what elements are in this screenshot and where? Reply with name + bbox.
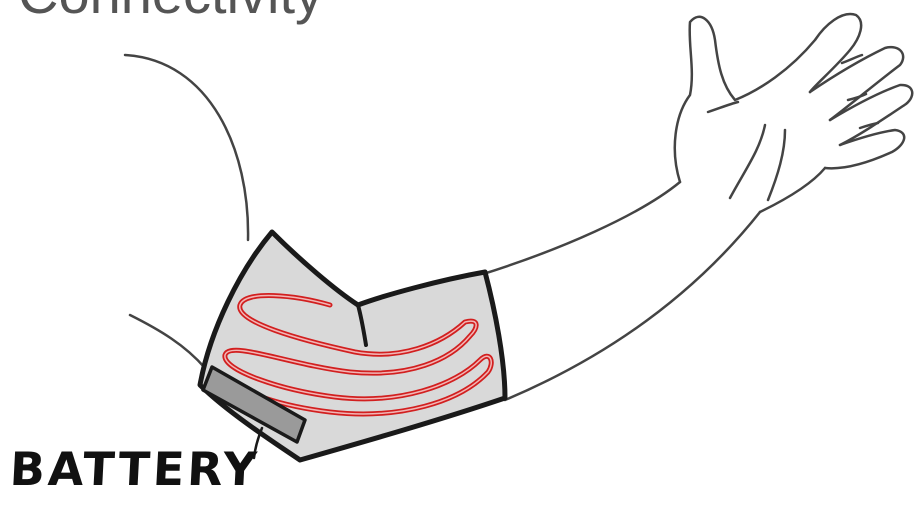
hand-outline — [675, 14, 912, 212]
forearm-top-outline — [480, 182, 680, 275]
upper-arm-outline — [125, 55, 248, 240]
battery-label: BATTERY — [9, 446, 261, 492]
underarm-outline — [130, 315, 205, 368]
forearm-bottom-outline — [505, 212, 760, 400]
